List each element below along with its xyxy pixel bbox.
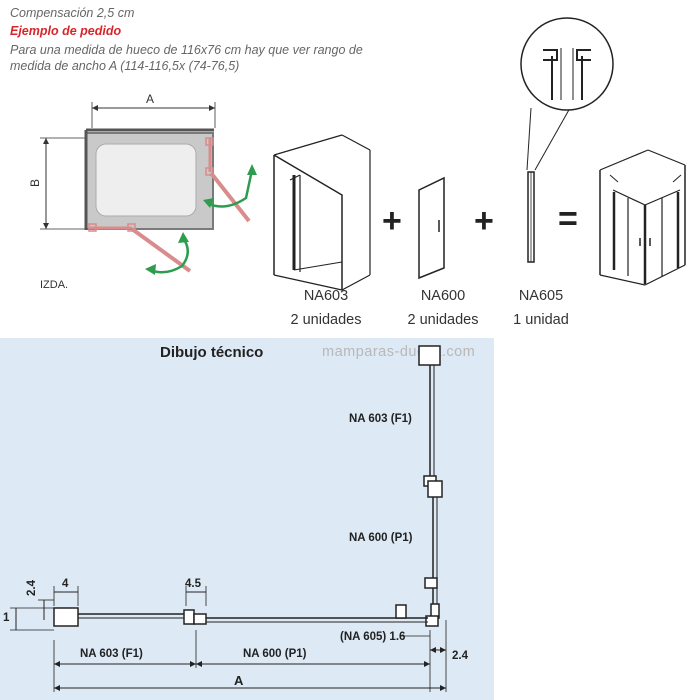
dim-label-4: 4	[62, 578, 69, 590]
plus-operator-2: +	[474, 202, 494, 240]
order-example-text: Para una medida de hueco de 116x76 cm ha…	[10, 43, 363, 73]
item-qty-na605: 1 unidad	[513, 312, 569, 328]
tech-label-p1-right: NA 600 (P1)	[349, 532, 413, 544]
na605-profile-icon	[520, 17, 614, 263]
equals-operator: =	[558, 200, 578, 238]
plan-side-label: IZDA.	[40, 279, 69, 291]
item-code-na603: NA603	[303, 288, 349, 304]
item-code-na605: NA605	[518, 288, 564, 304]
dim-label-2-4-left: 2.4	[26, 580, 38, 596]
technical-drawing-panel	[0, 338, 494, 700]
na603-panel-icon	[273, 134, 371, 291]
compensation-note: Compensación 2,5 cm	[10, 6, 135, 20]
plus-operator-1: +	[382, 202, 402, 240]
dim-label-1: 1	[3, 612, 10, 624]
tech-label-f1-bottom: NA 603 (F1)	[80, 648, 143, 660]
plan-dim-a-label: A	[146, 92, 155, 106]
dim-label-4-5: 4.5	[185, 578, 201, 590]
item-code-na600: NA600	[420, 288, 466, 304]
assembled-enclosure-icon	[599, 149, 686, 286]
order-example-title: Ejemplo de pedido	[10, 24, 122, 38]
dim-label-a: A	[234, 673, 244, 688]
item-qty-na603: 2 unidades	[290, 312, 362, 328]
tech-label-na605: (NA 605) 1.6	[340, 631, 406, 643]
technical-drawing-title: Dibujo técnico	[160, 344, 264, 361]
na600-door-icon	[418, 176, 445, 280]
dim-label-2-4-right: 2.4	[452, 650, 468, 662]
item-qty-na600: 2 unidades	[407, 312, 479, 328]
tech-label-f1-right: NA 603 (F1)	[349, 413, 412, 425]
tech-label-p1-bottom: NA 600 (P1)	[243, 648, 307, 660]
